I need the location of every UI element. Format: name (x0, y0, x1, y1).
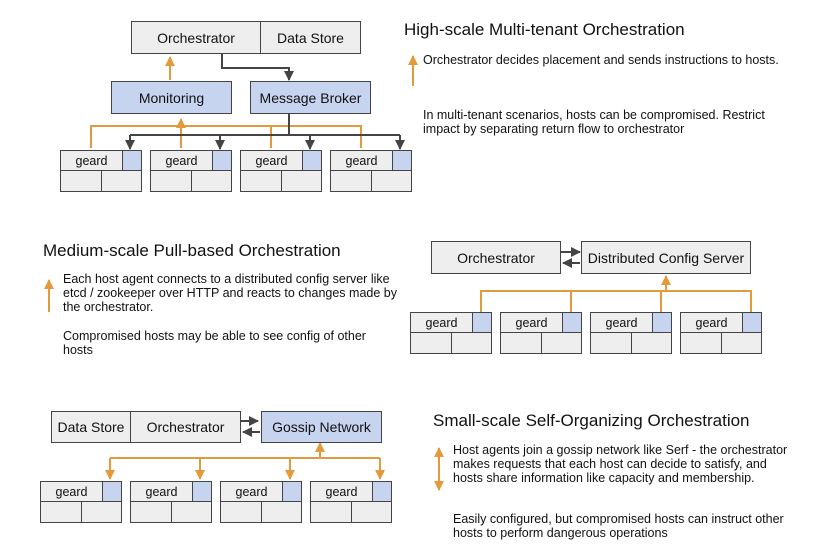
high-orchestrator-box: Orchestrator (131, 21, 261, 54)
host-box: geard (130, 481, 212, 523)
small-scale-description: Host agents join a gossip network like S… (453, 443, 788, 485)
medium-scale-title: Medium-scale Pull-based Orchestration (43, 241, 341, 260)
high-data-store-box: Data Store (261, 21, 361, 54)
high-scale-description: Orchestrator decides placement and sends… (423, 53, 779, 67)
hosts-return-line (90, 125, 362, 148)
gossip-network-box: Gossip Network (261, 411, 382, 443)
host-label: geard (501, 313, 563, 333)
host-box: geard (40, 481, 122, 523)
host-box: geard (150, 150, 232, 192)
small-data-store-box: Data Store (51, 411, 131, 443)
host-box: geard (500, 312, 582, 354)
small-scale-connectors (105, 416, 385, 480)
host-label: geard (221, 482, 283, 502)
host-box: geard (60, 150, 142, 192)
host-box: geard (410, 312, 492, 354)
host-label: geard (681, 313, 743, 333)
message-broker-box: Message Broker (250, 81, 371, 114)
medium-scale-connectors (480, 247, 752, 312)
small-orchestrator-box: Orchestrator (131, 411, 241, 443)
host-label: geard (331, 151, 393, 171)
host-label: geard (311, 482, 373, 502)
small-scale-title: Small-scale Self-Organizing Orchestratio… (433, 411, 750, 430)
host-box: geard (220, 481, 302, 523)
host-label: geard (241, 151, 303, 171)
medium-scale-note: Compromised hosts may be able to see con… (63, 329, 366, 357)
host-label: geard (61, 151, 123, 171)
host-box: geard (590, 312, 672, 354)
host-box: geard (240, 150, 322, 192)
medium-scale-description: Each host agent connects to a distribute… (63, 272, 397, 314)
high-scale-connectors (90, 54, 405, 150)
hosts-pull-line (480, 290, 752, 312)
host-label: geard (131, 482, 193, 502)
small-scale-note: Easily configured, but compromised hosts… (453, 512, 784, 540)
host-box: geard (680, 312, 762, 354)
host-box: geard (310, 481, 392, 523)
config-server-box: Distributed Config Server (581, 241, 751, 274)
monitoring-box: Monitoring (111, 81, 232, 114)
host-label: geard (411, 313, 473, 333)
host-label: geard (151, 151, 213, 171)
host-label: geard (41, 482, 103, 502)
high-scale-title: High-scale Multi-tenant Orchestration (404, 20, 685, 39)
host-label: geard (591, 313, 653, 333)
host-box: geard (330, 150, 412, 192)
orchestrator-to-broker-arrow (221, 54, 294, 81)
medium-orchestrator-box: Orchestrator (431, 241, 561, 274)
high-scale-note: In multi-tenant scenarios, hosts can be … (423, 108, 765, 136)
